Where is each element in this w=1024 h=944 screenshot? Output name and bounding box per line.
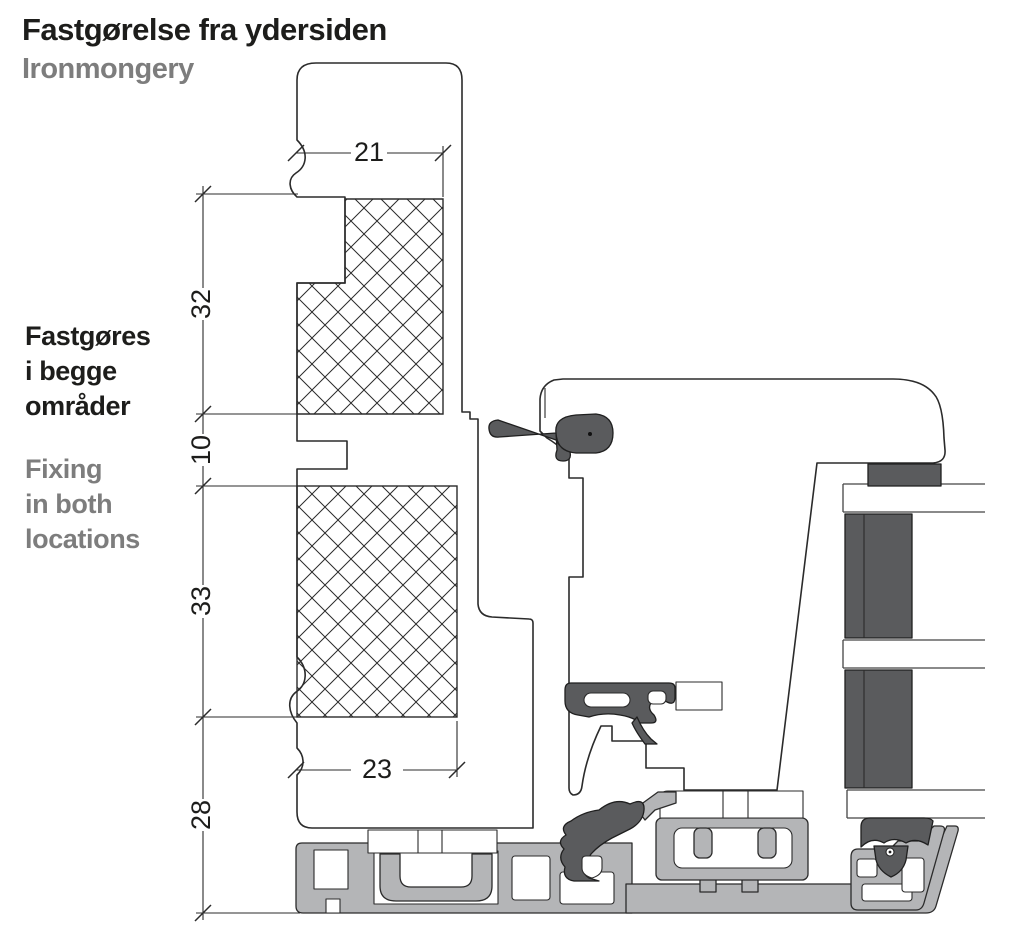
note-en-line2: in both (25, 489, 112, 519)
sill-cavity (325, 898, 341, 914)
bead-clip-arm (635, 791, 677, 821)
glass-pane-outer (842, 483, 985, 513)
sill-channel-insert (379, 853, 493, 902)
frame-bottom-channel (367, 829, 498, 854)
bead-prong (693, 827, 713, 859)
glass-pane-inner (846, 789, 985, 819)
weatherseal-top (488, 413, 614, 462)
dim-bottom-zone: 28 (186, 800, 216, 830)
clip-cavity (901, 857, 925, 893)
glass-pane-middle (842, 639, 985, 669)
note-english: Fixing in both locations (25, 454, 140, 554)
note-en-line3: locations (25, 524, 140, 554)
dimension-top-width: 21 (287, 137, 452, 197)
glazing-bead (635, 790, 809, 893)
fixing-zone-lower (296, 485, 458, 718)
gasket-middle (564, 682, 676, 745)
bead-prong (757, 827, 777, 859)
dim-bottom-width: 23 (362, 754, 392, 784)
sash-step-detail (675, 681, 723, 711)
page-title: Fastgørelse fra ydersiden (22, 12, 387, 47)
clip-cavity (856, 858, 878, 878)
sill-cavity (511, 855, 551, 901)
setting-block (867, 463, 942, 487)
page-subtitle: Ironmongery (22, 53, 194, 85)
glass-spacer-upper (844, 513, 913, 639)
note-en-line1: Fixing (25, 454, 102, 484)
glazing-unit (842, 463, 985, 819)
dim-gap: 10 (186, 435, 216, 465)
seals (488, 413, 934, 882)
glass-spacer-lower (844, 669, 913, 789)
glazing-gasket-bottom (860, 817, 934, 878)
dimension-bottom-width: 23 (287, 721, 466, 784)
dim-lower-zone: 33 (186, 586, 216, 616)
dim-top-width: 21 (354, 137, 384, 167)
sill-cavity (313, 849, 349, 890)
note-danish: Fastgøres i begge områder (25, 321, 151, 421)
dim-upper-zone: 32 (186, 289, 216, 319)
note-da-line2: i begge (25, 356, 117, 386)
fixing-zone-upper (296, 198, 444, 415)
bead-top-plate (659, 790, 804, 819)
wiper-seal-bottom (559, 800, 645, 882)
note-da-line1: Fastgøres (25, 321, 150, 351)
seal-center-dot (588, 432, 592, 436)
note-da-line3: områder (25, 391, 131, 421)
dimension-annotations: 32 10 33 28 21 23 (186, 137, 466, 922)
fixing-zones (296, 198, 458, 718)
header: Fastgørelse fra ydersiden Ironmongery (22, 12, 387, 85)
